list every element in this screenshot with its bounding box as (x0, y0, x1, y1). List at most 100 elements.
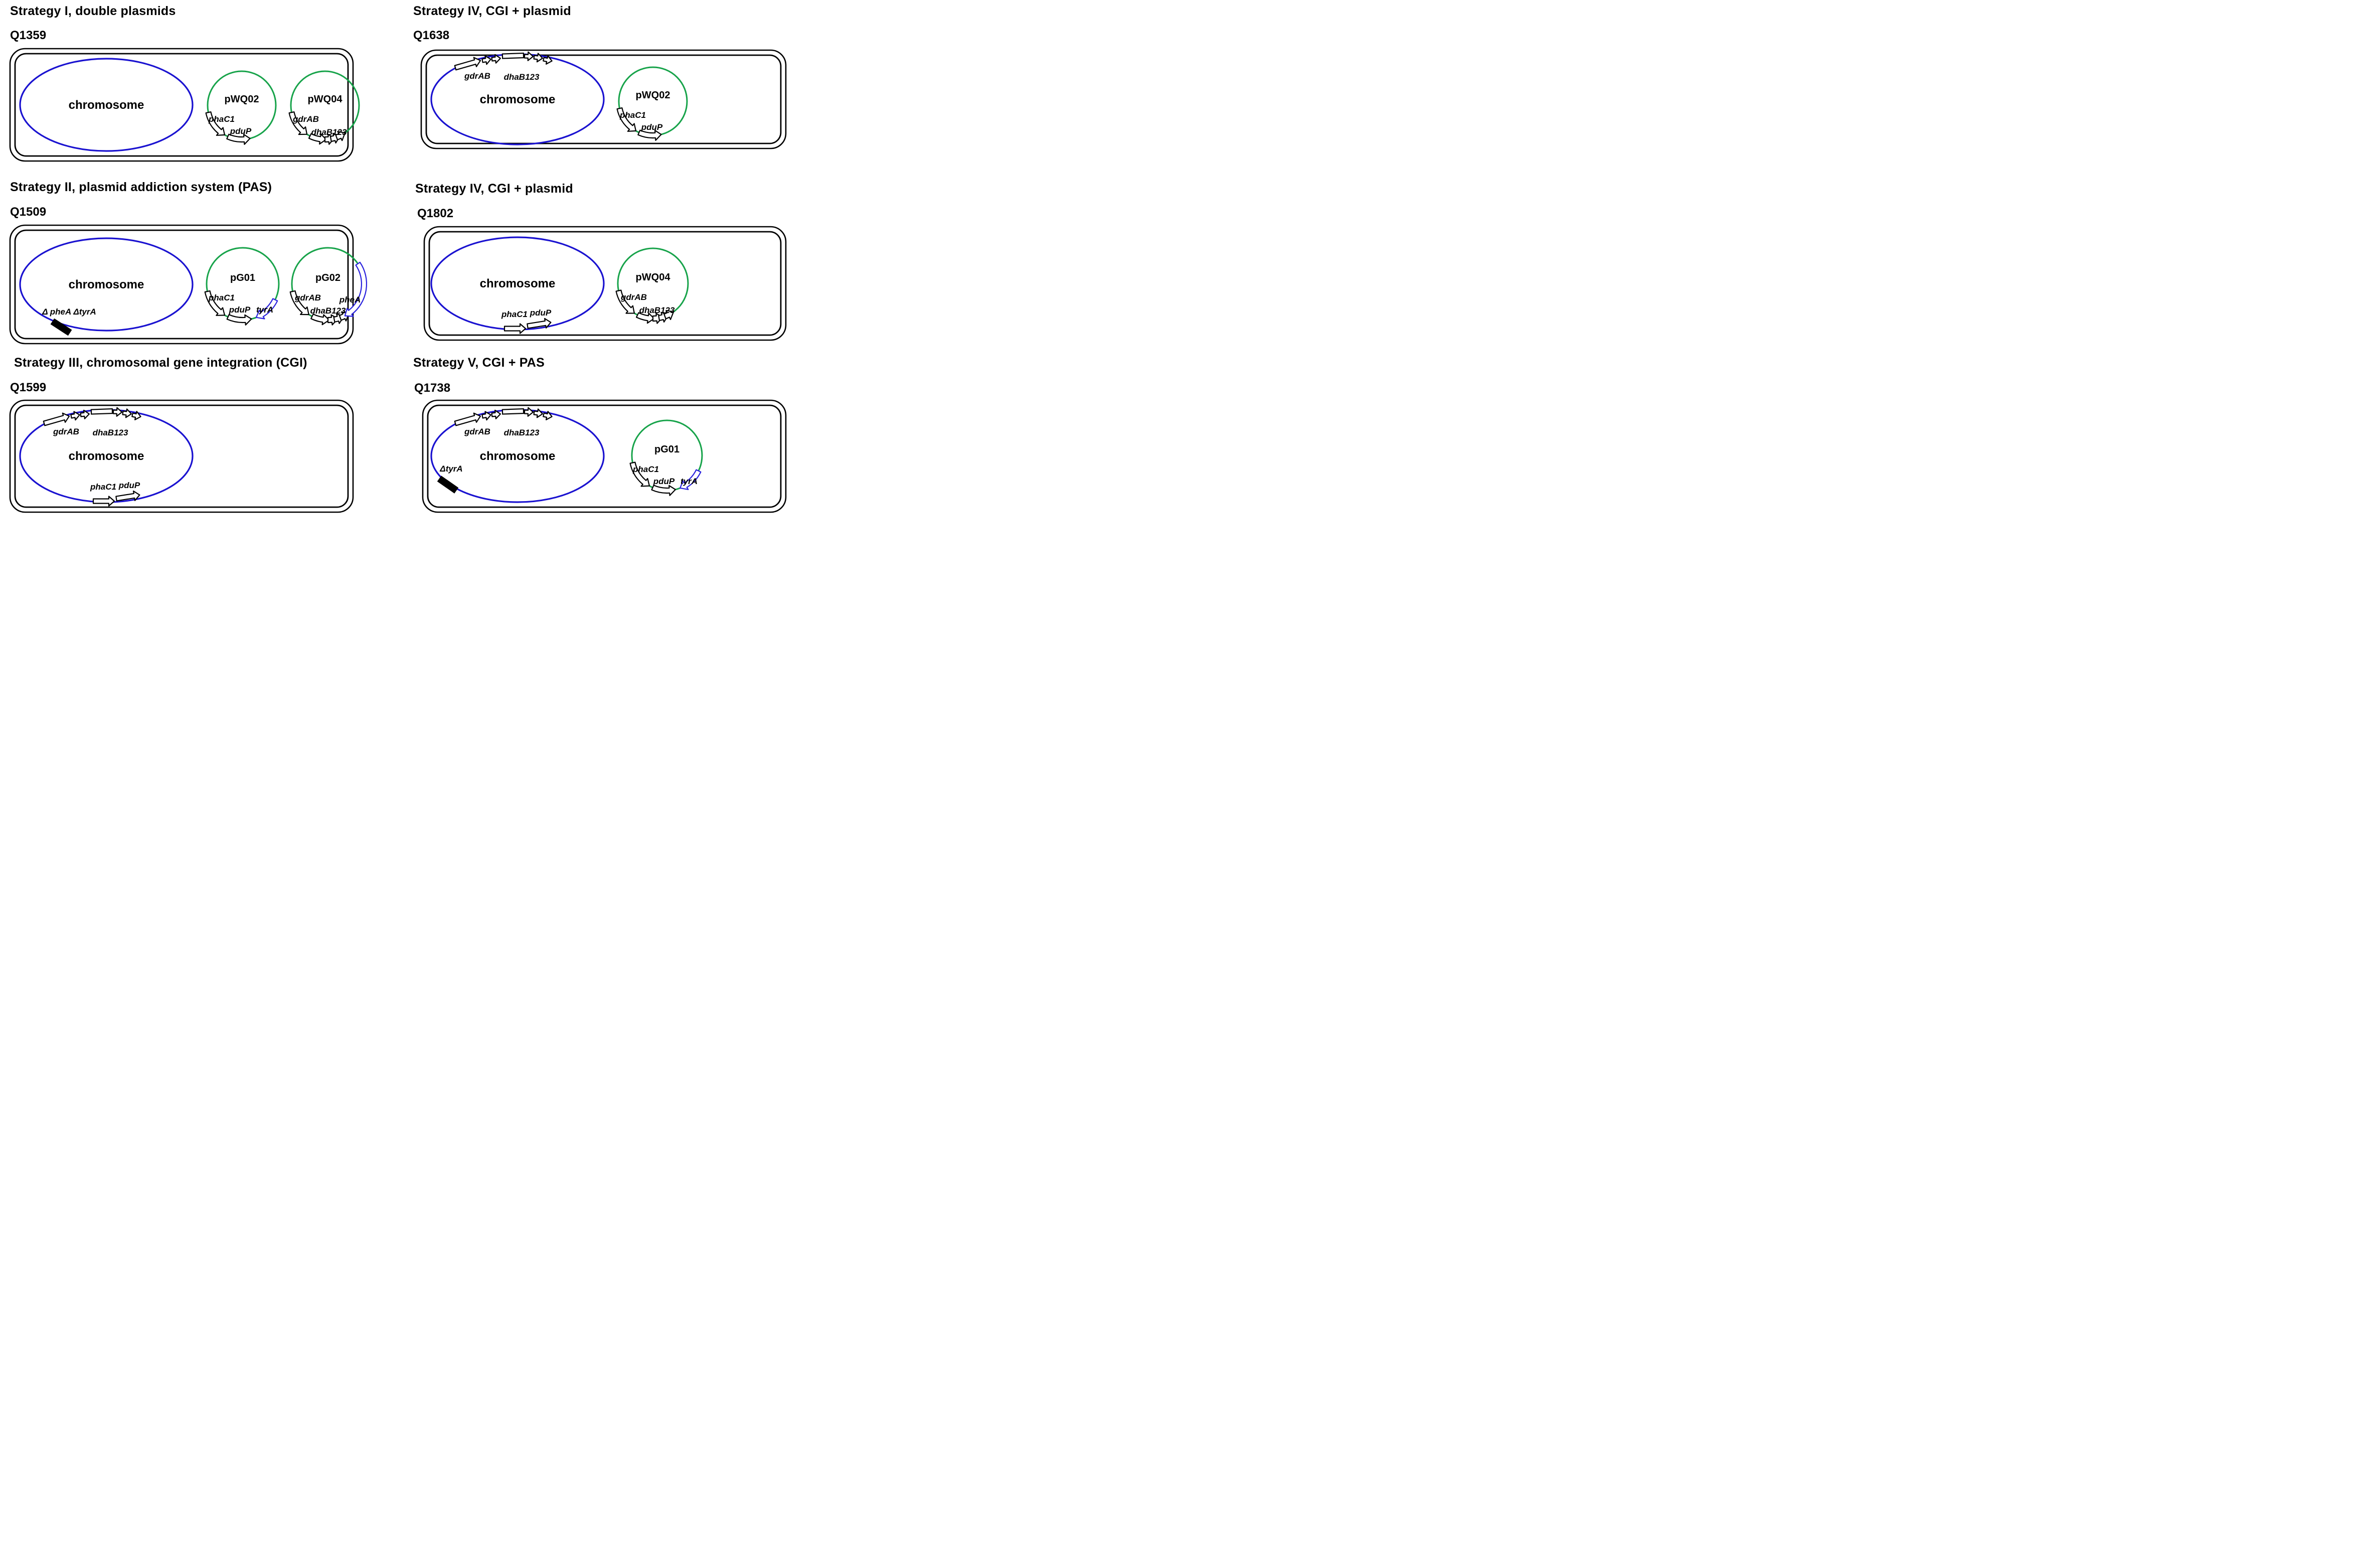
gene-label-dhaB123: dhaB123 (311, 127, 347, 137)
gene-arrow-chevron (112, 407, 123, 417)
gene-label-gdrAB: gdrAB (294, 293, 321, 302)
deletion-bar (437, 476, 459, 494)
gene-arrow-chevron (131, 411, 141, 420)
gene-arrow-chevron (70, 411, 80, 421)
strain-id: Q1509 (10, 205, 47, 219)
cell-outer-membrane (9, 399, 354, 513)
gene-arrow-pheA (344, 261, 368, 317)
cell-inner-membrane (425, 54, 782, 144)
gene-arrow-pduP (637, 129, 662, 141)
deletion-bar (50, 318, 72, 336)
gene-label-phaC1: phaC1 (208, 293, 235, 302)
gene-label-gdrAB: gdrAB (464, 71, 490, 81)
gene-arrow-dhaB123 (308, 133, 327, 145)
chromosome-label: chromosome (480, 277, 556, 290)
plasmid-name-pG02: pG02 (315, 272, 341, 283)
gene-arrow-chevron (524, 407, 534, 417)
gene-arrow-chevron (543, 55, 553, 65)
gene-arrow-chevron (481, 55, 491, 65)
cell-outer-membrane (420, 49, 787, 149)
gene-arrow-gdrAB (454, 57, 481, 71)
gene-arrow-gdrAB (288, 111, 308, 135)
gene-label-dhaB123: dhaB123 (639, 305, 675, 315)
gene-arrow-dhaB123 (310, 314, 330, 326)
gene-arrow-chevron (543, 411, 553, 420)
gene-label-pduP: pduP (230, 126, 252, 136)
strain-id: Q1802 (417, 207, 454, 220)
gene-label-phaC1: phaC1 (90, 482, 116, 492)
strategy-title: Strategy V, CGI + PAS (413, 356, 545, 370)
plasmid-name-pWQ04: pWQ04 (636, 272, 671, 283)
gene-arrow-pduP (226, 133, 251, 145)
gene-label-pduP: pduP (641, 122, 663, 132)
cell-inner-membrane (428, 231, 782, 336)
gene-arrow-chevron (481, 411, 491, 421)
strain-id: Q1738 (414, 381, 451, 395)
cell-inner-membrane (14, 404, 349, 508)
strategy-title: Strategy II, plasmid addiction system (P… (10, 180, 272, 194)
gene-arrow-tyrA (255, 298, 278, 320)
gene-label-gdrAB: gdrAB (464, 427, 490, 436)
chromosome-label: chromosome (69, 449, 144, 463)
strategy-title: Strategy IV, CGI + plasmid (415, 182, 573, 196)
cell-outer-membrane (9, 224, 354, 345)
gene-label-pduP: pduP (530, 308, 552, 318)
gene-label-gdrAB: gdrAB (53, 427, 79, 436)
gene-label-pduP: pduP (118, 481, 140, 490)
gene-arrow-phaC1 (503, 323, 527, 334)
gene-arrow-phaC1 (629, 461, 650, 487)
strain-id: Q1599 (10, 381, 47, 394)
cell-inner-membrane (14, 229, 349, 340)
deletion-label: Δ pheA ΔtyrA (42, 307, 96, 317)
gene-label-dhaB123: dhaB123 (93, 428, 128, 437)
cell-outer-membrane (423, 226, 787, 341)
gene-arrow-chevron (122, 408, 132, 418)
gene-arrow-chevron-dhaB123 (663, 310, 674, 320)
gene-arrow-chevron (80, 409, 90, 419)
gene-arrow-pduP (115, 490, 140, 502)
cell-inner-membrane (427, 404, 782, 508)
gene-arrow-tyrA (679, 469, 702, 490)
gene-label-gdrAB: gdrAB (620, 292, 647, 302)
gene-label-phaC1: phaC1 (208, 114, 235, 124)
gene-arrow-phaC1 (205, 111, 226, 136)
cell-inner-membrane (14, 53, 349, 157)
plasmid-name-pWQ02: pWQ02 (225, 94, 259, 105)
gene-bar-dhaB123 (501, 408, 525, 415)
gene-arrow-phaC1 (92, 496, 115, 507)
gene-arrow-dhaB123 (636, 312, 655, 324)
chromosome-ellipse (19, 58, 194, 152)
gene-arrow-pduP (527, 318, 552, 329)
gene-label-pheA: pheA (339, 295, 361, 304)
gene-arrow-gdrAB (289, 290, 309, 316)
gene-label-phaC1: phaC1 (619, 110, 646, 120)
gene-arrow-pduP (226, 314, 252, 326)
gene-bar-dhaB123 (501, 52, 525, 59)
deletion-label: ΔtyrA (439, 464, 462, 474)
gene-arrow-chevron (491, 54, 501, 64)
strain-id: Q1359 (10, 29, 47, 42)
gene-arrow-chevron (491, 409, 501, 419)
gene-arrow-chevron (533, 408, 543, 418)
gene-bar-dhaB123 (90, 408, 113, 415)
plasmid-name-pG01: pG01 (654, 444, 679, 455)
plasmid-name-pWQ04: pWQ04 (308, 94, 343, 105)
chromosome-label: chromosome (480, 449, 556, 463)
strategy-title: Strategy I, double plasmids (10, 4, 176, 18)
gene-label-tyrA: tyrA (681, 477, 698, 486)
gene-label-gdrAB: gdrAB (292, 114, 319, 124)
gene-arrow-gdrAB (454, 412, 481, 426)
plasmid-name-pG01: pG01 (230, 272, 255, 283)
gene-arrow-chevron (533, 53, 543, 63)
chromosome-label: chromosome (69, 278, 144, 291)
gene-label-tyrA: tyrA (256, 305, 273, 315)
gene-arrow-chevron (524, 51, 534, 61)
strain-id: Q1638 (413, 29, 450, 42)
gene-label-pduP: pduP (653, 477, 675, 486)
gene-arrow-phaC1 (616, 107, 637, 132)
